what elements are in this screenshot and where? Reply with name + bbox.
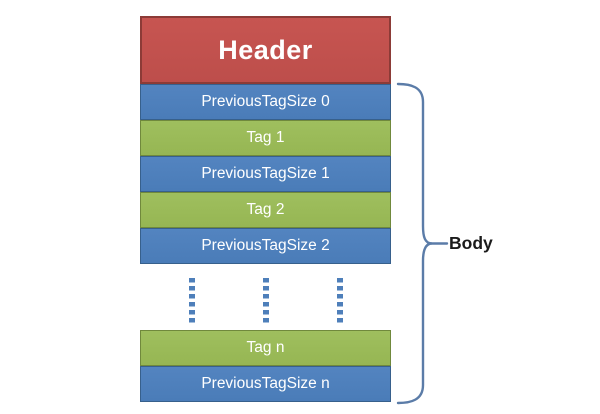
- header-box: Header: [140, 16, 391, 84]
- ellipsis-region: [140, 264, 391, 330]
- box-label: PreviousTagSize 2: [201, 237, 330, 254]
- box-tag-n: Tag n: [140, 330, 391, 366]
- box-label: PreviousTagSize n: [201, 375, 330, 392]
- box-tag-2: Tag 2: [140, 192, 391, 228]
- box-label: Tag 1: [246, 129, 285, 146]
- box-label: PreviousTagSize 1: [201, 165, 330, 182]
- body-brace-icon: [396, 82, 449, 405]
- ellipsis-dots-icon: [263, 278, 269, 323]
- box-tag-1: Tag 1: [140, 120, 391, 156]
- body-label: Body: [449, 233, 493, 253]
- box-previous-tag-size-0: PreviousTagSize 0: [140, 84, 391, 120]
- block-stack: Header PreviousTagSize 0 Tag 1 PreviousT…: [140, 16, 391, 402]
- box-previous-tag-size-2: PreviousTagSize 2: [140, 228, 391, 264]
- box-previous-tag-size-n: PreviousTagSize n: [140, 366, 391, 402]
- header-label: Header: [218, 34, 313, 65]
- box-label: Tag 2: [246, 201, 285, 218]
- box-label: Tag n: [246, 339, 285, 356]
- box-label: PreviousTagSize 0: [201, 93, 330, 110]
- ellipsis-dots-icon: [189, 278, 195, 323]
- box-previous-tag-size-1: PreviousTagSize 1: [140, 156, 391, 192]
- ellipsis-dots-icon: [337, 278, 343, 323]
